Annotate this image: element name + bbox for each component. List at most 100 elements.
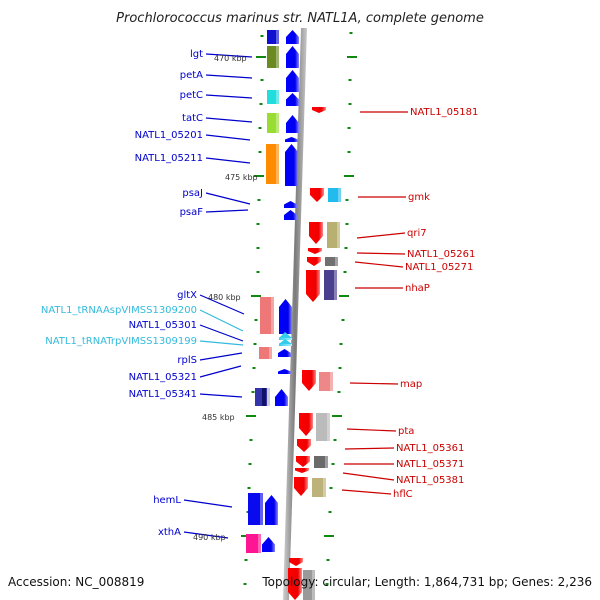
label-leader-line	[356, 232, 406, 239]
reverse-gene-arrow	[306, 270, 320, 302]
gene-features	[246, 30, 341, 600]
minor-tick	[347, 151, 351, 153]
minor-tick	[347, 127, 351, 129]
label-leader-line	[199, 294, 245, 315]
major-tick	[256, 56, 266, 58]
minor-tick	[328, 511, 332, 513]
forward-gene-arrow	[275, 389, 288, 406]
gene-label-natl1_trnaaspvimss1309200: NATL1_tRNAAspVIMSS1309200	[41, 305, 197, 316]
minor-tick	[329, 487, 333, 489]
cog-colored-box	[246, 534, 261, 553]
cog-colored-box-shade	[276, 144, 279, 184]
minor-tick	[257, 199, 261, 201]
reverse-gene-arrow	[299, 413, 313, 436]
cog-colored-box-shade	[276, 30, 279, 44]
minor-tick	[248, 463, 252, 465]
forward-gene-arrow	[262, 537, 275, 552]
minor-tick	[331, 463, 335, 465]
forward-gene-arrow	[278, 369, 291, 374]
minor-tick	[345, 199, 349, 201]
gene-label-natl1_05341: NATL1_05341	[129, 389, 197, 400]
forward-gene-arrow	[286, 115, 299, 133]
cog-colored-box-shade	[325, 456, 328, 468]
forward-gene-arrow	[284, 210, 297, 220]
label-leader-line	[205, 117, 253, 123]
cog-colored-box-shade	[276, 90, 279, 104]
reverse-gene-arrow	[307, 257, 321, 266]
gene-label-natl1_05371: NATL1_05371	[396, 459, 464, 470]
major-tick	[246, 415, 256, 417]
label-leader-line	[199, 324, 244, 342]
gene-label-nhap: nhaP	[405, 283, 430, 294]
cog-colored-box-shade	[276, 46, 279, 68]
forward-gene-arrow	[286, 30, 299, 44]
cog-colored-box-shade	[260, 493, 263, 525]
gene-label-natl1_05321: NATL1_05321	[129, 372, 197, 383]
box-stripe	[267, 388, 270, 406]
gene-label-natl1_05301: NATL1_05301	[129, 320, 197, 331]
major-tick	[324, 535, 334, 537]
minor-tick	[337, 391, 341, 393]
label-leader-line	[183, 499, 233, 508]
cog-colored-box	[325, 257, 338, 266]
label-leader-line	[199, 340, 244, 346]
minor-tick	[258, 151, 262, 153]
minor-tick	[254, 319, 258, 321]
gene-label-pta: pta	[398, 426, 414, 437]
major-tick	[332, 415, 342, 417]
minor-tick	[326, 559, 330, 561]
forward-gene-arrow	[286, 93, 299, 106]
cog-colored-box	[314, 456, 328, 468]
cog-colored-box	[328, 188, 341, 202]
gene-label-tatc: tatC	[182, 113, 203, 124]
minor-tick	[252, 367, 256, 369]
cog-colored-box	[267, 113, 279, 133]
cog-colored-box	[267, 90, 279, 104]
gene-label-gltx: gltX	[177, 290, 197, 301]
label-leader-line	[205, 157, 251, 164]
label-leader-line	[199, 309, 244, 332]
minor-tick	[338, 367, 342, 369]
cog-colored-box	[319, 372, 333, 391]
label-leader-line	[199, 393, 243, 398]
cog-colored-box	[324, 270, 337, 300]
label-leader-line	[341, 489, 392, 495]
cog-colored-box-shade	[276, 113, 279, 133]
label-leader-line	[342, 472, 395, 481]
reverse-gene-arrow	[309, 222, 323, 244]
cog-colored-box	[327, 222, 340, 248]
reverse-gene-arrow	[295, 468, 309, 473]
gene-label-peta: petA	[180, 70, 203, 81]
gene-label-natl1_trnatrpvimss1309199: NATL1_tRNATrpVIMSS1309199	[45, 336, 197, 347]
cog-colored-box-shade	[334, 270, 337, 300]
minor-tick	[259, 103, 263, 105]
reverse-gene-arrow	[288, 568, 302, 600]
forward-gene-arrow	[278, 349, 291, 357]
minor-tick	[260, 35, 264, 37]
label-leader-line	[205, 192, 251, 205]
genome-summary-text: Topology: circular; Length: 1,864,731 bp…	[261, 575, 592, 589]
reverse-gene-arrow	[312, 107, 326, 113]
minor-tick	[256, 223, 260, 225]
forward-gene-arrow	[286, 46, 299, 68]
cog-colored-box-shade	[335, 257, 338, 266]
minor-tick	[349, 32, 353, 34]
cog-colored-box	[312, 478, 326, 497]
gene-label-hflc: hflC	[393, 489, 413, 500]
label-leader-line	[349, 382, 399, 385]
major-tick	[347, 56, 357, 58]
major-tick	[254, 175, 264, 177]
cog-colored-box-shade	[327, 413, 330, 441]
kbp-marker-label: 480 kbp	[208, 293, 241, 302]
forward-gene-arrow	[265, 495, 278, 525]
label-leader-line	[199, 352, 243, 361]
kbp-marker-label: 490 kbp	[193, 533, 226, 542]
forward-gene-arrow	[284, 201, 297, 208]
minor-tick	[325, 583, 329, 585]
reverse-gene-labels: NATL1_05181gmkqri7NATL1_05261NATL1_05271…	[393, 107, 478, 500]
minor-tick	[348, 79, 352, 81]
trna-arrow	[279, 332, 292, 338]
reverse-gene-arrow	[308, 248, 322, 254]
label-leader-line	[346, 428, 397, 432]
